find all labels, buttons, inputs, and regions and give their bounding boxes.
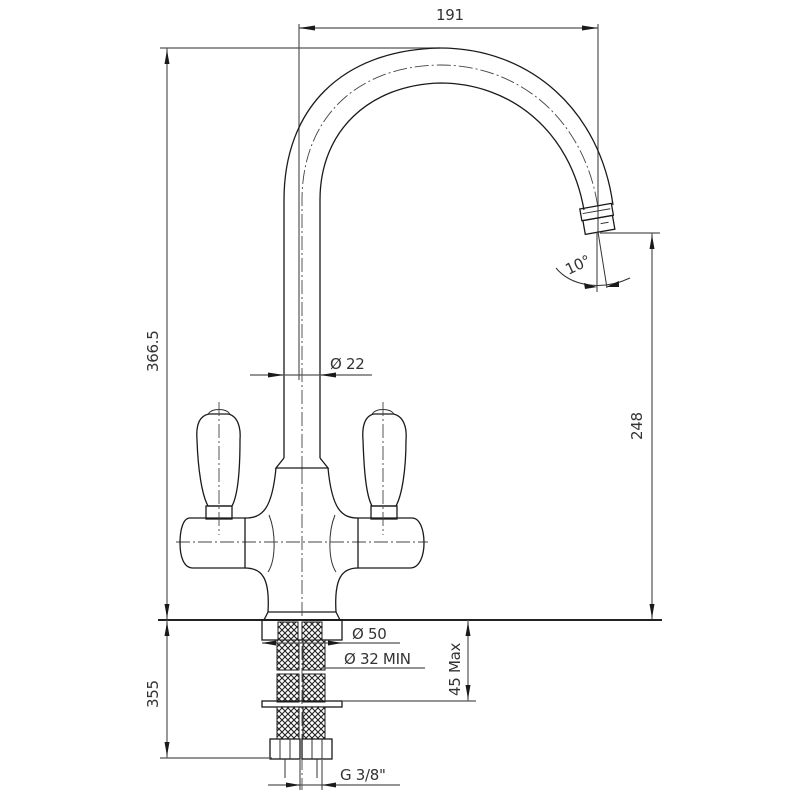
- dimension-deck-thickness: [342, 620, 476, 702]
- label-hose-length: 355: [144, 680, 162, 708]
- dimension-base-diameters: [262, 640, 425, 669]
- label-spout-reach: 191: [436, 6, 464, 24]
- label-total-height: 366.5: [144, 330, 162, 372]
- under-deck-assembly: [261, 619, 343, 778]
- dimension-spout-diameter: [250, 372, 372, 378]
- dimension-hose-length: [160, 620, 272, 759]
- label-outlet-height: 248: [628, 412, 646, 440]
- spout: [283, 47, 616, 470]
- label-hole-min-diameter: Ø 32 MIN: [344, 650, 411, 668]
- dimension-outlet-height: [600, 232, 660, 620]
- right-handle: [357, 402, 425, 569]
- angle-indicator: [555, 231, 631, 292]
- label-base-diameter: Ø 50: [352, 625, 387, 643]
- left-handle: [179, 402, 246, 569]
- dimension-total-height: [160, 47, 440, 620]
- label-deck-thickness: 45 Max: [446, 642, 464, 696]
- label-spout-diameter: Ø 22: [330, 355, 365, 373]
- label-connection-thread: G 3/8": [340, 766, 386, 784]
- dimension-spout-reach: [298, 24, 599, 380]
- dimension-thread: [268, 760, 400, 790]
